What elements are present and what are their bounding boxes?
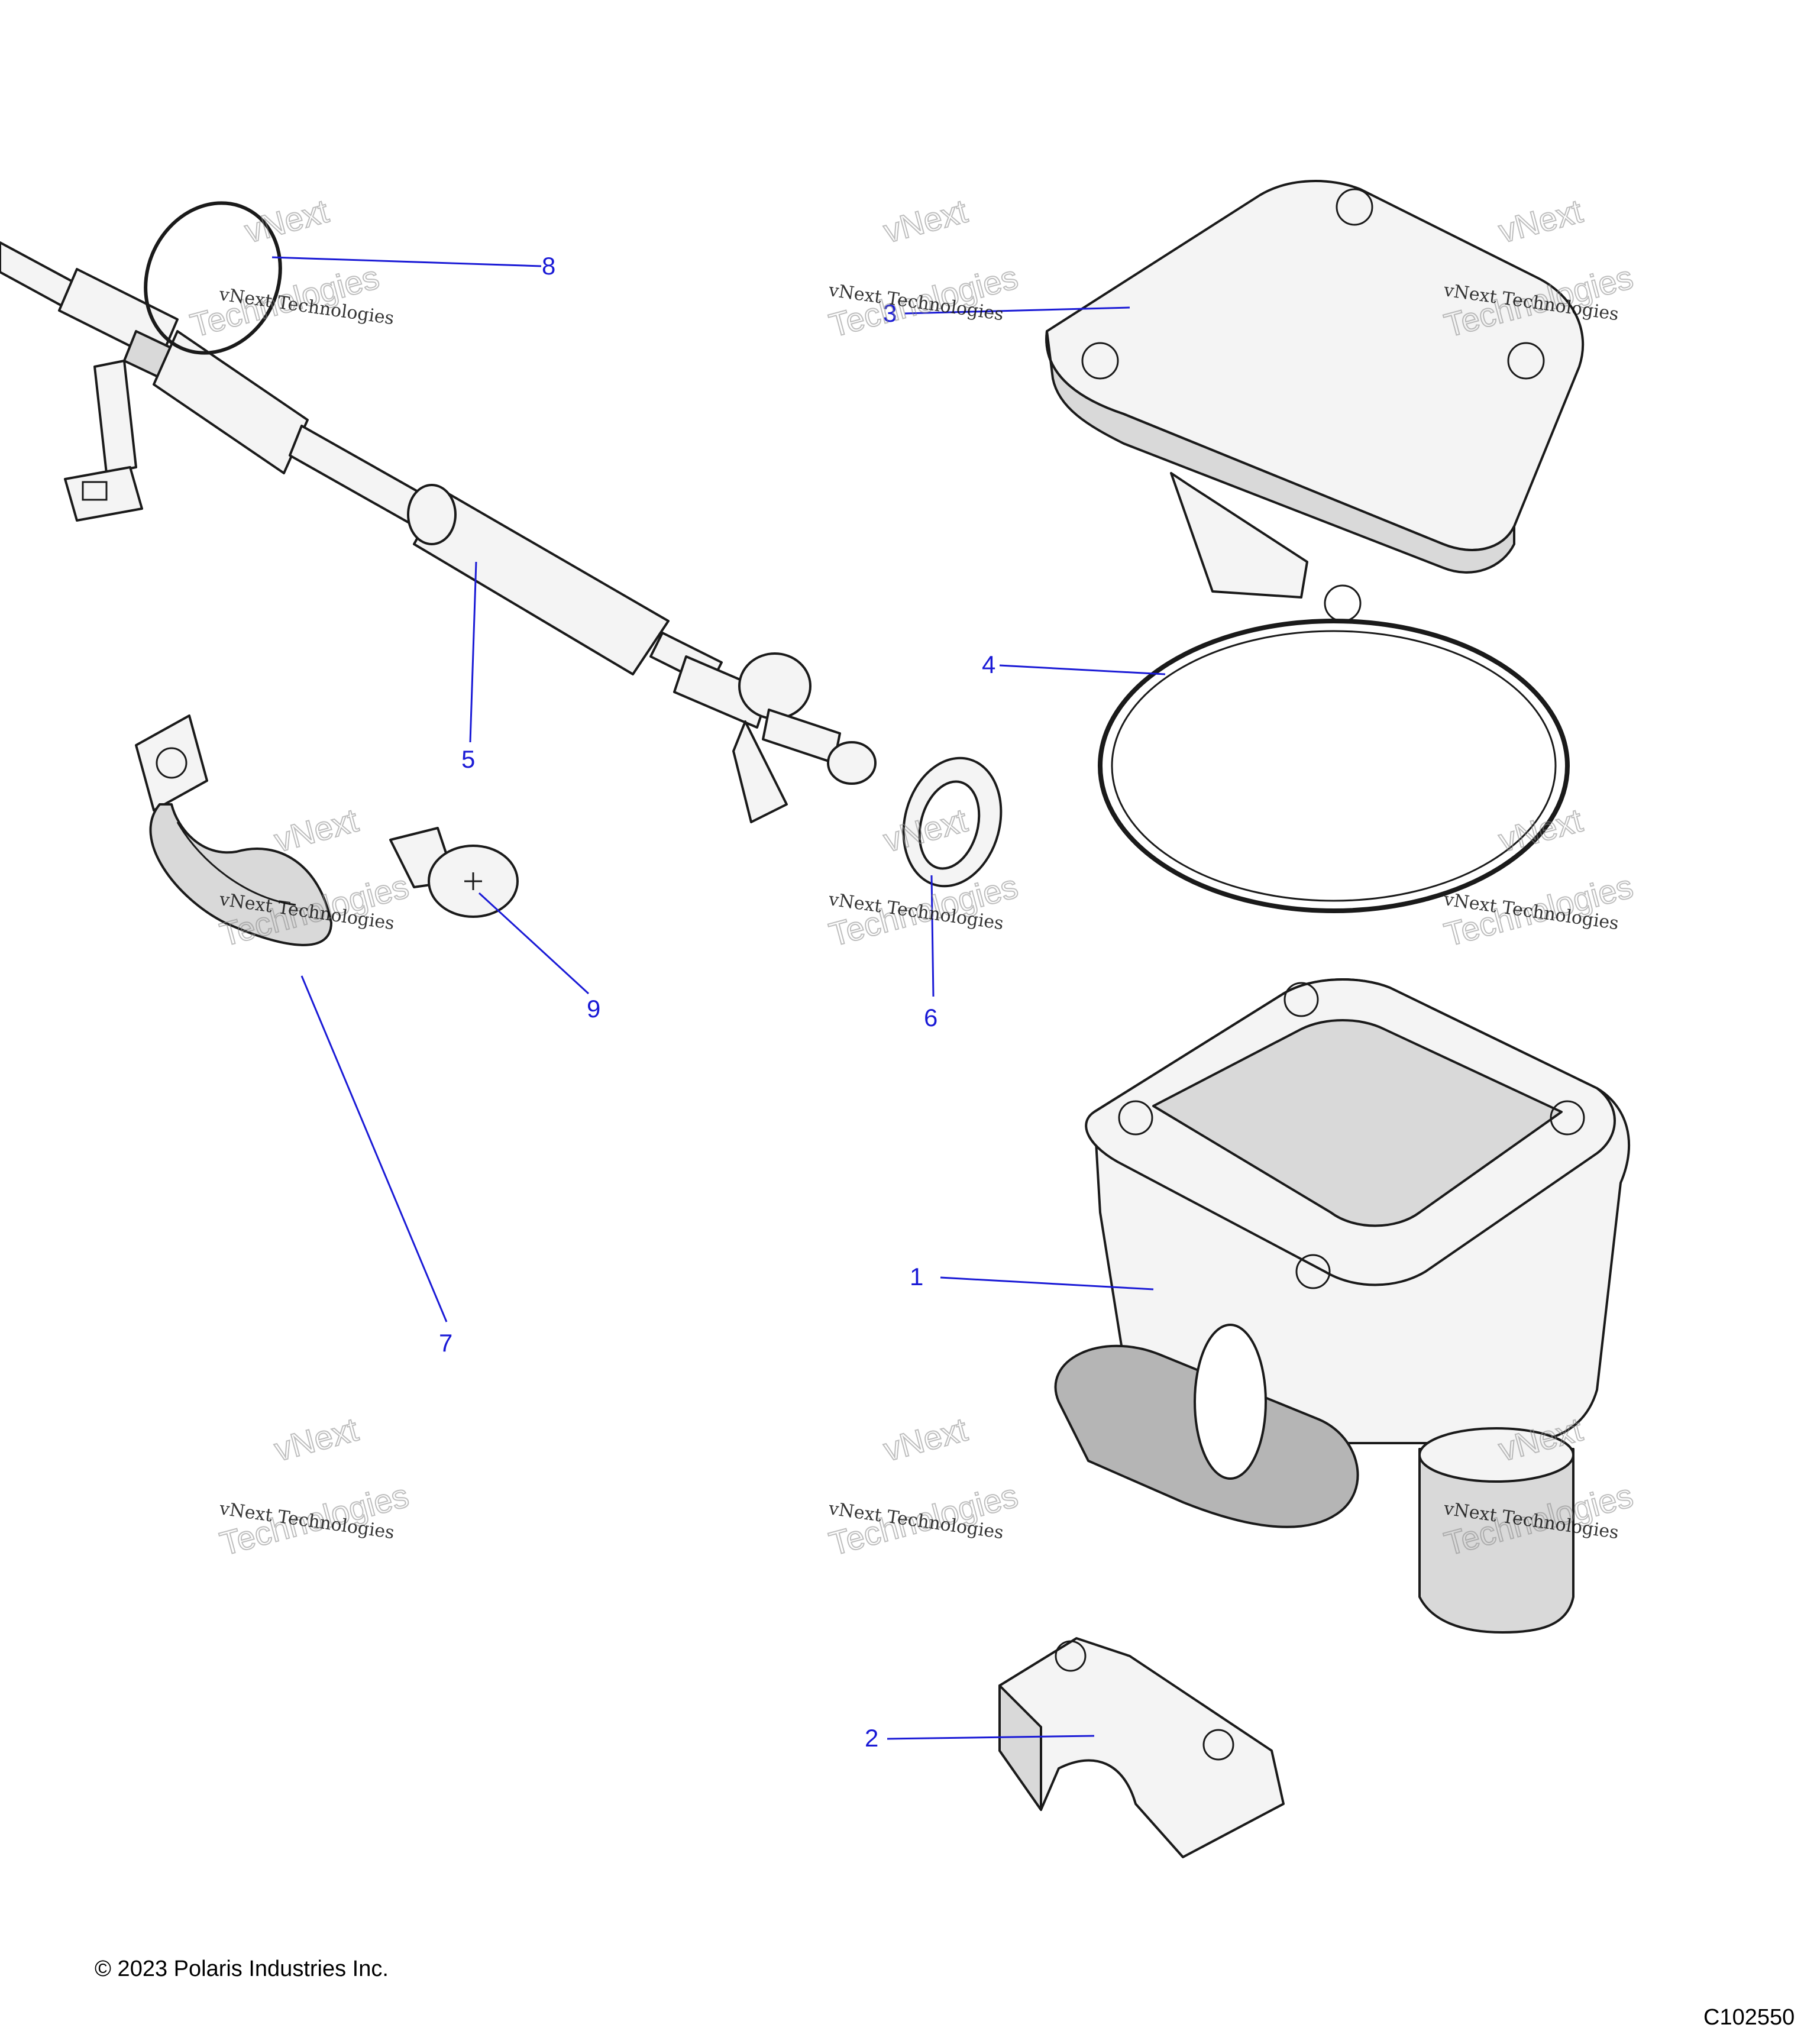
push-rivet xyxy=(389,827,519,918)
callout-7: 7 xyxy=(439,1329,452,1357)
callout-1: 1 xyxy=(910,1263,923,1291)
watermark-middle-right: vNext Technologies vNext Technologies xyxy=(1440,801,1637,954)
washer xyxy=(902,756,1003,888)
callout-8: 8 xyxy=(542,252,555,280)
svg-text:vNext: vNext xyxy=(1495,801,1586,859)
leader-lines xyxy=(271,256,1166,1740)
leader-line-1 xyxy=(940,1276,1154,1291)
watermark-top-center: vNext Technologies vNext Technologies xyxy=(825,192,1022,345)
cable-tie xyxy=(64,201,282,522)
watermark-bottom-center: vNext Technologies vNext Technologies xyxy=(825,1410,1022,1563)
watermark-top-left: vNext Technologies vNext Technologies xyxy=(186,192,395,345)
svg-text:vNext: vNext xyxy=(1495,192,1586,250)
cable-assembly xyxy=(0,241,877,823)
callout-5: 5 xyxy=(461,745,475,773)
leader-line-9 xyxy=(478,892,590,995)
leader-line-2 xyxy=(887,1735,1095,1740)
callout-2: 2 xyxy=(865,1724,878,1752)
leader-line-3 xyxy=(904,306,1130,315)
leader-line-5 xyxy=(469,561,477,743)
svg-text:vNext: vNext xyxy=(880,1411,971,1469)
callout-4: 4 xyxy=(982,651,995,678)
watermark-bottom-left: vNext Technologies vNext Technologies xyxy=(215,1410,413,1563)
switch-cover xyxy=(1045,180,1585,622)
callout-3: 3 xyxy=(883,299,897,327)
callout-9: 9 xyxy=(587,995,600,1023)
p-clamp xyxy=(135,714,332,946)
leader-line-8 xyxy=(271,256,542,267)
svg-text:vNext: vNext xyxy=(880,192,971,250)
figure-id: C102550 xyxy=(1703,2005,1795,2030)
leader-line-6 xyxy=(930,875,935,997)
callout-labels: 1 2 3 4 5 6 7 8 9 xyxy=(439,252,995,1752)
svg-text:vNext: vNext xyxy=(270,1411,362,1469)
svg-text:vNext: vNext xyxy=(270,801,362,859)
callout-6: 6 xyxy=(924,1004,937,1031)
leader-line-7 xyxy=(300,975,448,1322)
o-ring-seal xyxy=(1098,619,1570,913)
leader-line-4 xyxy=(999,664,1166,675)
svg-text:vNext: vNext xyxy=(241,192,332,250)
mounting-clamp xyxy=(998,1637,1285,1858)
switch-housing xyxy=(1054,978,1631,1634)
copyright-notice: © 2023 Polaris Industries Inc. xyxy=(95,1956,389,1981)
